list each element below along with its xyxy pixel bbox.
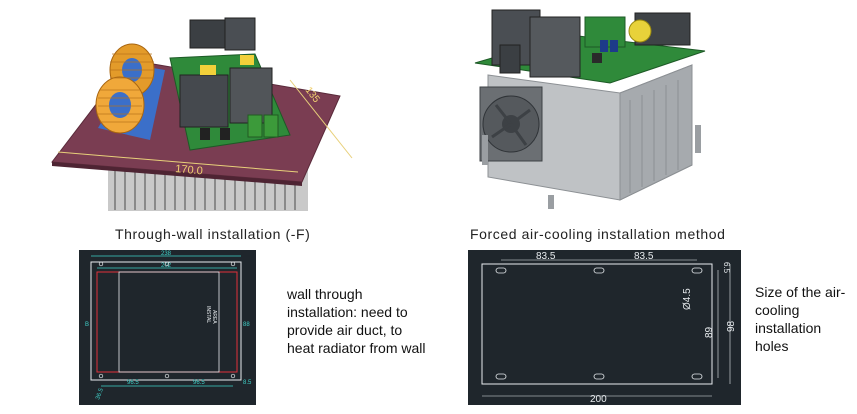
dim-top-offset: 6.5 bbox=[722, 262, 731, 274]
through-wall-drawing-svg: 238 202 INSTAL AREA B 88 96.5 96.5 8.5 3… bbox=[85, 251, 252, 401]
side-label-88: 88 bbox=[243, 322, 250, 328]
dim-bottom-offset: 36.5 bbox=[95, 387, 105, 401]
dim-spacing-2: 83.5 bbox=[634, 251, 654, 262]
through-wall-drawing: 238 202 INSTAL AREA B 88 96.5 96.5 8.5 3… bbox=[79, 250, 256, 405]
dim-spacing-1: 96.5 bbox=[127, 380, 139, 386]
center-text-1: INSTAL bbox=[205, 306, 211, 323]
through-wall-note: wall through installation: need to provi… bbox=[287, 286, 426, 356]
through-wall-render-svg: 170.0 135 bbox=[51, 17, 353, 211]
side-label-b: B bbox=[85, 322, 89, 328]
dim-spacing-1: 83.5 bbox=[536, 251, 556, 262]
forced-air-drawing-svg: 83.5 83.5 6.5 Ø4.5 89 98 200 bbox=[481, 251, 737, 405]
through-wall-caption: Through-wall installation (-F) bbox=[115, 226, 311, 242]
dim-height-outer: 98 bbox=[726, 320, 737, 332]
inductor-coils bbox=[95, 43, 155, 134]
through-wall-render: 170.0 135 bbox=[40, 10, 370, 215]
forced-air-render bbox=[470, 5, 720, 215]
forced-air-drawing: 83.5 83.5 6.5 Ø4.5 89 98 200 bbox=[468, 250, 741, 405]
dim-width: 200 bbox=[590, 394, 607, 405]
center-text-2: AREA bbox=[211, 310, 217, 324]
dim-height-inner: 89 bbox=[704, 326, 715, 338]
dimension-170-label: 170.0 bbox=[175, 163, 203, 177]
dim-hole-diameter: Ø4.5 bbox=[682, 288, 693, 310]
dim-corner-offset: 8.5 bbox=[243, 380, 252, 386]
dim-top-width: 238 bbox=[161, 251, 172, 257]
forced-air-note: Size of the air-cooling installation hol… bbox=[755, 284, 846, 354]
dim-spacing-2: 96.5 bbox=[193, 380, 205, 386]
forced-air-render-svg bbox=[474, 9, 706, 209]
forced-air-caption: Forced air-cooling installation method bbox=[470, 226, 726, 242]
